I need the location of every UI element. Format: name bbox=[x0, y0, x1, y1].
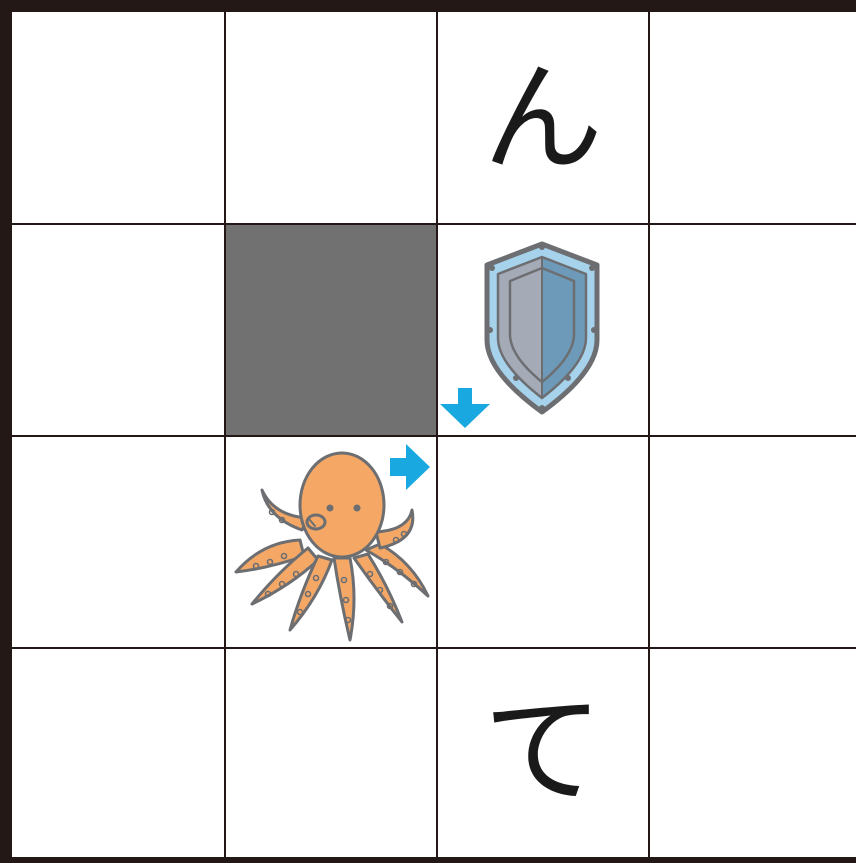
arrow-down-icon bbox=[440, 388, 490, 428]
kana-te: て bbox=[483, 682, 603, 821]
shield-icon bbox=[487, 244, 597, 412]
octopus-icon bbox=[236, 453, 428, 640]
arrow-right-icon bbox=[390, 444, 430, 490]
wall-tile bbox=[225, 224, 437, 436]
kana-n: ん bbox=[483, 50, 603, 189]
